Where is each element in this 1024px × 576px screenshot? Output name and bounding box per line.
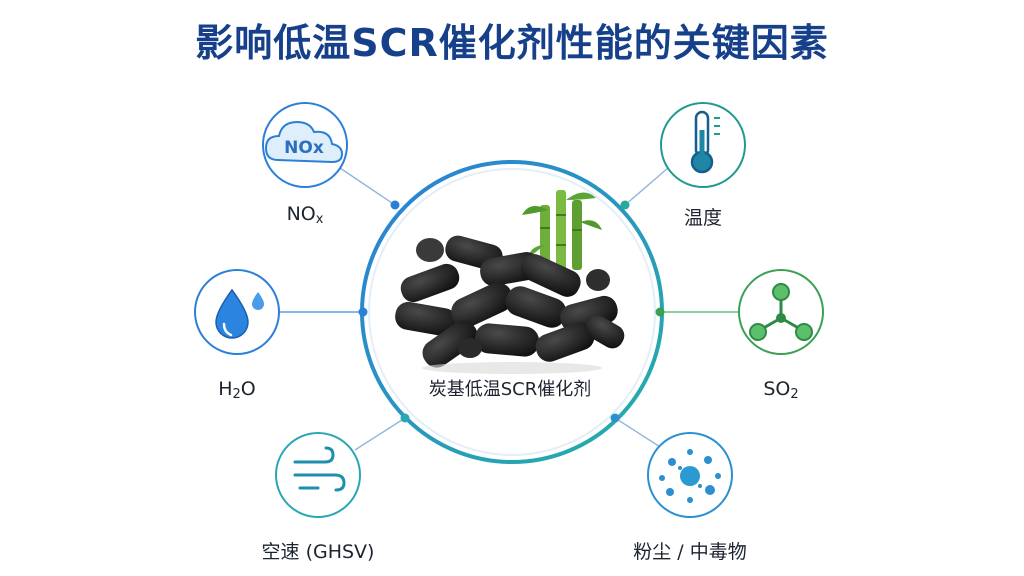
- particles-icon: [659, 449, 721, 503]
- wind-icon: [293, 446, 346, 492]
- center-label: 炭基低温SCR催化剂: [428, 379, 592, 400]
- molecule-icon: [749, 283, 813, 341]
- factor-h2o: [194, 269, 280, 355]
- water-drop-icon: [215, 288, 264, 339]
- connector-ghsv: [354, 417, 406, 451]
- label-ghsv: 空速 (GHSV): [261, 541, 375, 563]
- factor-dust: [647, 432, 733, 518]
- pellet-pile: [395, 235, 625, 374]
- nox-cloud-icon: NOx: [264, 120, 344, 164]
- thermometer-icon: [690, 110, 720, 174]
- connector-nox: [339, 167, 396, 206]
- label-temperature: 温度: [683, 207, 722, 229]
- factor-ghsv: [275, 432, 361, 518]
- label-so2: SO2: [763, 378, 799, 402]
- factor-so2: [738, 269, 824, 355]
- factor-nox: NOx: [262, 102, 348, 188]
- factor-temperature: [660, 102, 746, 188]
- connector-temperature: [624, 167, 669, 206]
- label-h2o: H2O: [218, 378, 256, 402]
- label-dust: 粉尘 / 中毒物: [633, 541, 747, 563]
- diagram-title: 影响低温SCR催化剂性能的关键因素: [195, 21, 829, 65]
- carbon-pellets-image: [395, 190, 625, 374]
- nox-cloud-text: NOx: [284, 138, 324, 158]
- connector-dots: [358, 200, 665, 423]
- label-nox: NOx: [286, 203, 324, 227]
